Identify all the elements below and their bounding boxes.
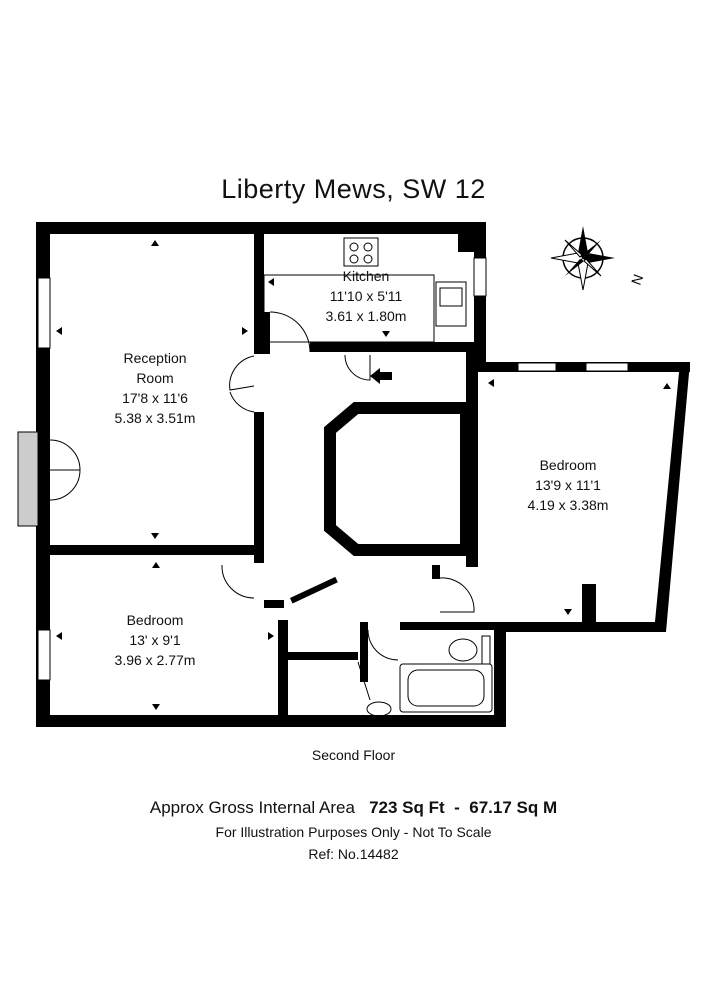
area-prefix: Approx Gross Internal Area: [149, 798, 355, 817]
room-label-kitchen: Kitchen 11'10 x 5'11 3.61 x 1.80m: [325, 268, 407, 324]
compass-rose-icon: [550, 226, 615, 291]
bathroom-fixtures: [366, 635, 493, 717]
doors: [49, 311, 475, 701]
compass-north-label: N: [628, 272, 646, 287]
windows: [17, 257, 629, 681]
area-sqm: 67.17 Sq M: [469, 798, 558, 817]
area-separator: -: [454, 798, 460, 817]
room-label-bedroom-2: Bedroom 13' x 9'1 3.96 x 2.77m: [114, 612, 196, 668]
room-label-reception: Reception Room 17'8 x 11'6 5.38 x 3.51m: [114, 350, 196, 426]
room-label-bedroom-1: Bedroom 13'9 x 11'1 4.19 x 3.38m: [527, 457, 609, 513]
plan-title: Liberty Mews, SW 12: [221, 174, 486, 204]
area-sqft: 723 Sq Ft: [369, 798, 445, 817]
dimension-markers: [56, 240, 671, 710]
entrance-arrow-icon: [370, 368, 392, 384]
disclaimer: For Illustration Purposes Only - Not To …: [215, 824, 492, 840]
reference-number: Ref: No.14482: [308, 846, 399, 862]
kitchen-fixtures: [263, 237, 467, 343]
floor-label: Second Floor: [311, 747, 396, 763]
gross-area: Approx Gross Internal Area 723 Sq Ft - 6…: [0, 798, 707, 818]
